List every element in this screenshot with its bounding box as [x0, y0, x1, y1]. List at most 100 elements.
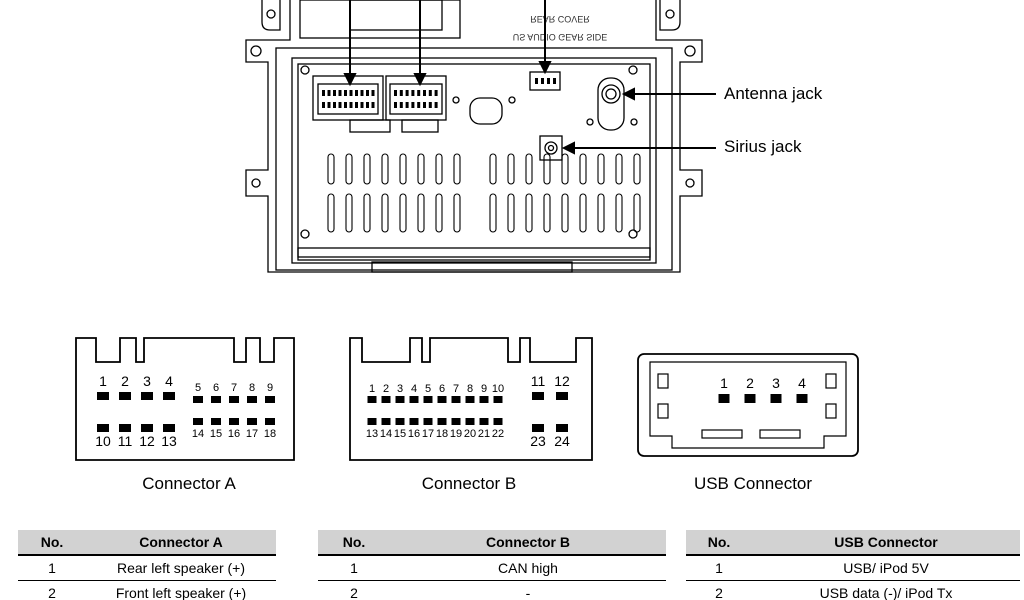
pin-contact [265, 396, 275, 403]
pin-contact [437, 396, 447, 403]
housing-pin [547, 78, 550, 84]
housing-pin [371, 90, 375, 96]
housing-pin [360, 102, 364, 108]
column-header-connector-a: Connector A [86, 530, 276, 556]
pin-number: 2 [686, 580, 752, 600]
pin-contact [479, 396, 489, 403]
pin-function: Front left speaker (+) [86, 580, 276, 600]
table-row: 1 CAN high [318, 555, 666, 581]
housing-pin [349, 102, 353, 108]
pin-number-label: 10 [492, 383, 504, 395]
pin-number-label: 3 [397, 383, 403, 395]
pin-number-label: 17 [246, 428, 258, 440]
pin-contact [556, 392, 568, 400]
connector-b-caption: Connector B [421, 474, 517, 493]
housing-pin [338, 90, 342, 96]
vent-slot [525, 193, 533, 233]
housing-pin [327, 90, 331, 96]
housing-pin [394, 102, 397, 108]
housing-pin [399, 102, 403, 108]
pin-contact [211, 396, 221, 403]
vent-slot [435, 153, 443, 185]
pin-contact [211, 418, 221, 425]
pin-number-label: 3 [143, 373, 151, 389]
housing-pin [394, 90, 397, 96]
housing-pin [434, 102, 438, 108]
antenna-jack-label: Antenna jack [724, 84, 823, 103]
pin-contact [423, 418, 433, 425]
housing-pin [366, 102, 369, 108]
pin-contact [141, 392, 153, 400]
housing-pin [428, 90, 432, 96]
housing-pin [434, 90, 438, 96]
pin-function: USB data (-)/ iPod Tx [752, 580, 1020, 600]
housing-pin [541, 78, 544, 84]
column-header-no: No. [686, 530, 752, 556]
vent-slot [507, 193, 515, 233]
svg-text:REAR COVER: REAR COVER [530, 14, 590, 24]
housing-pin [333, 90, 336, 96]
pin-number-label: 8 [249, 382, 255, 394]
pin-function: - [390, 580, 666, 600]
pin-number-label: 18 [264, 428, 276, 440]
pin-contact [479, 418, 489, 425]
table-row: 1 Rear left speaker (+) [18, 555, 276, 581]
pin-contact [163, 424, 175, 432]
housing-pin [417, 90, 421, 96]
pin-contact [193, 418, 203, 425]
pin-number: 1 [18, 555, 86, 581]
vent-slot [381, 153, 389, 185]
pin-contact [493, 396, 503, 403]
table-row: 1 USB/ iPod 5V [686, 555, 1020, 581]
vent-slot [345, 153, 353, 185]
column-header-connector-b: Connector B [390, 530, 666, 556]
vent-slot [435, 193, 443, 233]
pin-number-label: 7 [453, 383, 459, 395]
pin-number-label: 6 [439, 383, 445, 395]
pin-number-label: 14 [380, 428, 392, 440]
pin-number: 2 [18, 580, 86, 600]
housing-pin [360, 90, 364, 96]
pin-number-label: 14 [192, 428, 204, 440]
pin-number-label: 12 [554, 373, 570, 389]
usb-connector-table: No. USB Connector 1 USB/ iPod 5V 2 USB d… [686, 530, 1020, 600]
pin-contact [409, 418, 419, 425]
vent-slot [543, 153, 551, 185]
pin-number-label: 13 [366, 428, 378, 440]
pin-contact [381, 418, 391, 425]
housing-pin [405, 102, 409, 108]
pin-contact [367, 396, 377, 403]
housing-pin [327, 102, 331, 108]
vent-slot [381, 193, 389, 233]
connector-a-caption: Connector A [142, 474, 236, 493]
connector-b-table: No. Connector B 1 CAN high 2 - [318, 530, 666, 600]
vent-slot [399, 193, 407, 233]
pin-contact [229, 418, 239, 425]
pin-number-label: 3 [772, 375, 780, 391]
housing-pin [553, 78, 556, 84]
vent-slot [363, 193, 371, 233]
pin-number-label: 16 [228, 428, 240, 440]
pin-function: USB/ iPod 5V [752, 555, 1020, 581]
table-row: 2 Front left speaker (+) [18, 580, 276, 600]
pin-contact [465, 396, 475, 403]
pin-contact [141, 424, 153, 432]
pin-number: 2 [318, 580, 390, 600]
pin-number-label: 1 [99, 373, 107, 389]
pin-number-label: 1 [369, 383, 375, 395]
pin-number-label: 10 [95, 433, 111, 449]
pin-number-label: 23 [530, 433, 546, 449]
pin-contact [119, 424, 131, 432]
pin-number-label: 11 [531, 373, 546, 389]
pin-contact [718, 394, 730, 403]
table-header-row: No. Connector A [18, 530, 276, 556]
pin-number-label: 4 [411, 383, 417, 395]
pin-number: 1 [318, 555, 390, 581]
housing-pin [322, 90, 325, 96]
pin-contact [119, 392, 131, 400]
pin-contact [423, 396, 433, 403]
pin-number-label: 16 [408, 428, 420, 440]
vent-slot [561, 193, 569, 233]
